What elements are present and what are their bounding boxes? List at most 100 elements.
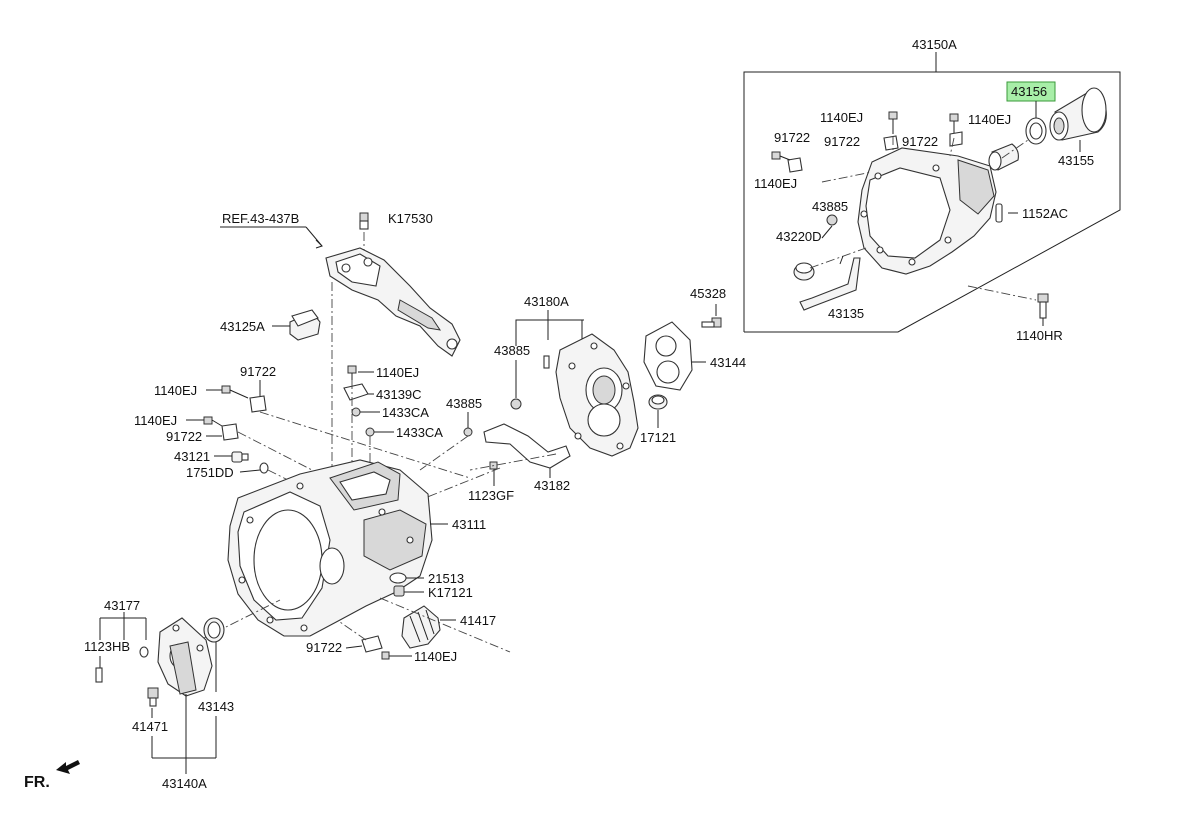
adapter-plate-43180A[interactable]: [555, 333, 639, 457]
bolt-1140EJ-g[interactable]: [381, 651, 390, 660]
callout-1123GF[interactable]: 1123GF: [468, 488, 514, 503]
front-cover-group: [95, 612, 225, 774]
bolt-1140EJ-c[interactable]: [771, 151, 791, 161]
plug-1433CA-b[interactable]: [365, 427, 375, 437]
seal-21513[interactable]: [389, 572, 407, 584]
extension-housing-group: [743, 52, 1121, 333]
direction-arrow-icon: [56, 760, 80, 774]
bolt-41471[interactable]: [147, 687, 159, 707]
switch-43121[interactable]: [231, 451, 249, 463]
callout-43121[interactable]: 43121: [174, 449, 210, 464]
callout-41471[interactable]: 41471: [132, 719, 168, 734]
part-43156-highlight: [1006, 81, 1056, 102]
plug-43885-a[interactable]: [826, 214, 838, 226]
callout-91722-f[interactable]: 91722: [306, 640, 342, 655]
callout-43885-b[interactable]: 43885: [494, 343, 530, 358]
boot-41417[interactable]: [401, 605, 441, 649]
bracket-91722-e[interactable]: [221, 423, 239, 441]
bracket-91722-c[interactable]: [787, 157, 803, 173]
transmission-case-43111[interactable]: [227, 459, 433, 637]
plug-K17121[interactable]: [393, 585, 405, 597]
callout-1123HB[interactable]: 1123HB: [84, 639, 130, 654]
plug-43885-c[interactable]: [463, 427, 473, 437]
bracket-43139C[interactable]: [343, 383, 369, 401]
gasket-43144[interactable]: [643, 321, 693, 391]
callout-43885-c[interactable]: 43885: [446, 396, 482, 411]
callout-43885-a[interactable]: 43885: [812, 199, 848, 214]
callout-43139C[interactable]: 43139C: [376, 387, 422, 402]
cover-43125A[interactable]: [289, 309, 321, 341]
bolt-1140HR[interactable]: [1037, 293, 1049, 319]
callout-43150A[interactable]: 43150A: [912, 37, 957, 52]
bracket-91722-a[interactable]: [883, 135, 899, 151]
callout-43111[interactable]: 43111: [452, 517, 486, 532]
callout-91722-a[interactable]: 91722: [774, 130, 810, 145]
callout-1140EJ-e[interactable]: 1140EJ: [154, 383, 197, 398]
seal-43220D[interactable]: [793, 262, 815, 281]
bracket-91722-b[interactable]: [949, 131, 963, 147]
callout-91722-d[interactable]: 91722: [240, 364, 276, 379]
callout-K17530[interactable]: K17530: [388, 211, 433, 226]
callout-1140EJ-g[interactable]: 1140EJ: [414, 649, 457, 664]
bolt-1140EJ-d[interactable]: [347, 365, 357, 380]
callout-1433CA-a[interactable]: 1433CA: [382, 405, 429, 420]
bolt-45328[interactable]: [701, 317, 722, 328]
rail-43135[interactable]: [799, 257, 861, 311]
shift-control-assembly[interactable]: [325, 247, 461, 357]
callout-43140A[interactable]: 43140A: [162, 776, 207, 791]
callout-91722-c[interactable]: 91722: [902, 134, 938, 149]
seal-17121[interactable]: [648, 394, 668, 410]
callout-1140EJ-b[interactable]: 1140EJ: [968, 112, 1011, 127]
plug-1433CA-a[interactable]: [351, 407, 361, 417]
front-cover-43140A[interactable]: [157, 617, 213, 697]
callout-43156[interactable]: 43156: [1011, 84, 1047, 99]
callout-91722-b[interactable]: 91722: [824, 134, 860, 149]
bolt-1140EJ-e[interactable]: [221, 385, 249, 399]
callout-1140EJ-c[interactable]: 1140EJ: [754, 176, 797, 191]
callout-91722-e[interactable]: 91722: [166, 429, 202, 444]
adapter-plate-group: [419, 304, 722, 501]
callout-K17121[interactable]: K17121: [428, 585, 473, 600]
plug-43885-b[interactable]: [510, 398, 522, 410]
callout-43143[interactable]: 43143: [198, 699, 234, 714]
callout-1152AC[interactable]: 1152AC: [1022, 206, 1068, 221]
bolt-1123HB[interactable]: [95, 667, 103, 683]
callout-43182[interactable]: 43182: [534, 478, 570, 493]
washer[interactable]: [139, 646, 149, 658]
callout-43144[interactable]: 43144: [710, 355, 746, 370]
callout-1140EJ-d[interactable]: 1140EJ: [376, 365, 419, 380]
callout-17121[interactable]: 17121: [640, 430, 676, 445]
small-parts-group: [186, 365, 473, 487]
washer-1751DD[interactable]: [259, 462, 269, 474]
bolt-1140EJ-b[interactable]: [949, 113, 959, 134]
callout-41417[interactable]: 41417: [460, 613, 496, 628]
oil-seal-43143[interactable]: [203, 617, 225, 643]
callout-21513[interactable]: 21513: [428, 571, 464, 586]
bolt-1140EJ-f[interactable]: [203, 416, 223, 427]
callout-1751DD[interactable]: 1751DD: [186, 465, 234, 480]
extension-housing[interactable]: [857, 147, 997, 275]
callout-43125A[interactable]: 43125A: [220, 319, 265, 334]
pin-1152AC[interactable]: [995, 203, 1003, 223]
front-direction-indicator: [56, 760, 80, 774]
bracket-91722-d[interactable]: [249, 395, 267, 413]
plug-K17530[interactable]: [359, 212, 369, 230]
callout-43135[interactable]: 43135: [828, 306, 864, 321]
callout-43177[interactable]: 43177: [104, 598, 140, 613]
callout-1140EJ-a[interactable]: 1140EJ: [820, 110, 863, 125]
callout-45328[interactable]: 45328: [690, 286, 726, 301]
callout-1140EJ-f[interactable]: 1140EJ: [134, 413, 177, 428]
callout-43180A[interactable]: 43180A: [524, 294, 569, 309]
bracket-43182[interactable]: [483, 423, 571, 469]
callout-43220D[interactable]: 43220D: [776, 229, 822, 244]
callout-1433CA-b[interactable]: 1433CA: [396, 425, 443, 440]
callout-ref-43-437B[interactable]: REF.43-437B: [222, 211, 299, 226]
dowel-pin[interactable]: [543, 355, 550, 369]
bolt-1140EJ-a[interactable]: [888, 111, 898, 134]
bracket-91722-f[interactable]: [361, 635, 383, 653]
callout-1140HR[interactable]: 1140HR: [1016, 328, 1063, 343]
callout-labels: 43150A 43156 43155 1140EJ 1140EJ 91722 9…: [24, 37, 1094, 791]
boot-43155[interactable]: [1049, 87, 1107, 141]
callout-43155[interactable]: 43155: [1058, 153, 1094, 168]
